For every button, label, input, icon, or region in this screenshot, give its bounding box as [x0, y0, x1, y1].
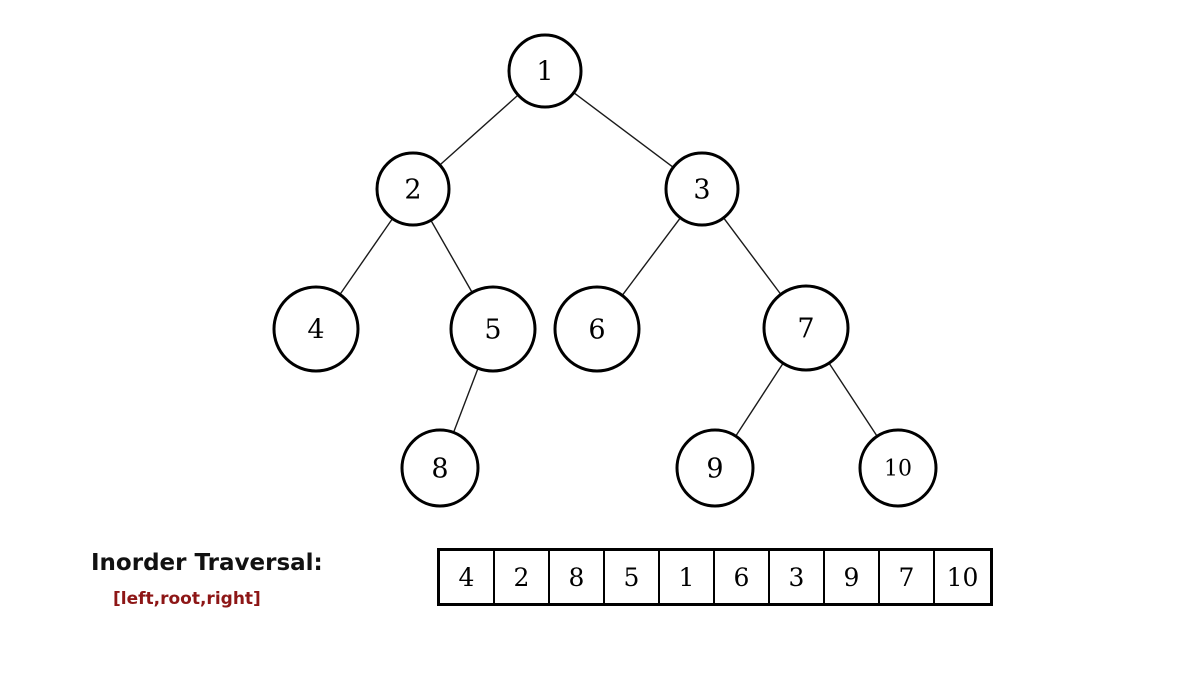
tree-node-3[interactable]: 3 — [664, 151, 740, 227]
tree-node-label: 10 — [884, 457, 912, 482]
tree-node-circle — [375, 151, 451, 227]
tree-node-5[interactable]: 5 — [449, 285, 537, 373]
tree-node-circle — [553, 285, 641, 373]
tree-node-10[interactable]: 10 — [858, 428, 938, 508]
traversal-cell: 8 — [550, 551, 605, 603]
tree-edge-3-7 — [723, 217, 782, 295]
tree-node-label: 6 — [588, 315, 605, 346]
traversal-cell: 7 — [880, 551, 935, 603]
tree-edges-group — [339, 92, 878, 437]
tree-node-circle — [664, 151, 740, 227]
tree-edge-7-10 — [828, 362, 878, 437]
traversal-cell: 3 — [770, 551, 825, 603]
tree-node-circle — [507, 33, 583, 109]
traversal-order-note: [left,root,right] — [113, 589, 261, 609]
tree-node-label: 5 — [484, 315, 501, 346]
tree-node-label: 9 — [706, 454, 723, 485]
tree-node-label: 4 — [307, 315, 324, 346]
traversal-title-label: Inorder Traversal: — [91, 550, 323, 576]
tree-edge-5-8 — [452, 367, 479, 433]
traversal-cell: 6 — [715, 551, 770, 603]
traversal-cell: 5 — [605, 551, 660, 603]
tree-node-circle — [272, 285, 360, 373]
tree-node-2[interactable]: 2 — [375, 151, 451, 227]
traversal-cell: 1 — [660, 551, 715, 603]
traversal-cell: 2 — [495, 551, 550, 603]
tree-node-label: 1 — [536, 57, 553, 88]
tree-node-circle — [675, 428, 755, 508]
tree-node-9[interactable]: 9 — [675, 428, 755, 508]
traversal-cell: 4 — [440, 551, 495, 603]
tree-node-label: 7 — [797, 314, 814, 345]
tree-edge-7-9 — [735, 362, 784, 437]
tree-edge-1-3 — [573, 92, 674, 168]
tree-node-7[interactable]: 7 — [762, 284, 850, 372]
tree-nodes-group: 1 2 3 4 5 6 7 8 9 10 — [272, 33, 938, 508]
tree-edge-3-6 — [621, 217, 681, 296]
tree-edge-2-4 — [339, 218, 394, 295]
tree-node-circle — [858, 428, 938, 508]
tree-node-1[interactable]: 1 — [507, 33, 583, 109]
tree-node-4[interactable]: 4 — [272, 285, 360, 373]
tree-edge-2-5 — [430, 219, 473, 293]
traversal-cell: 9 — [825, 551, 880, 603]
tree-node-circle — [762, 284, 850, 372]
tree-node-label: 2 — [404, 175, 421, 206]
tree-node-8[interactable]: 8 — [400, 428, 480, 508]
traversal-cell: 10 — [935, 551, 990, 603]
tree-node-label: 8 — [431, 454, 448, 485]
tree-edge-1-2 — [439, 94, 519, 166]
tree-node-circle — [400, 428, 480, 508]
tree-node-label: 3 — [693, 175, 710, 206]
tree-node-6[interactable]: 6 — [553, 285, 641, 373]
tree-node-circle — [449, 285, 537, 373]
